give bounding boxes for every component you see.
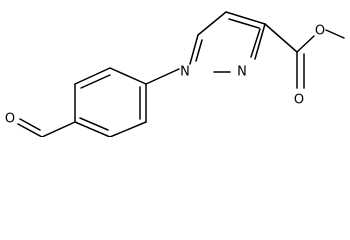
bond-c3-carbonyl [264,23,298,53]
bond-cho-o-double [19,118,41,131]
bond-n1-c5-inner [195,39,203,62]
atom-labels: N N O O O [5,24,325,127]
bond-para-cho [41,121,76,137]
bond-c4-c3 [225,11,266,25]
atom-label-o-carbonyl: O [294,93,304,108]
bond-c3-n2-inner [250,28,261,58]
structure-diagram: N N O O O [5,11,345,137]
aldehyde-group [17,118,76,137]
atom-label-o-ester: O [315,24,325,39]
bond-n1-c5 [189,34,199,65]
bond-cho-o [17,123,43,137]
bond-meta2-ortho2-inner [80,74,111,89]
atom-label-o-aldehyde: O [5,112,15,127]
bond-ortho2-ipso [109,67,147,85]
bond-c5-c4 [197,11,227,36]
atom-label-n2: N [237,65,247,80]
bond-n1-ipso [145,68,180,85]
ester-group [264,23,345,89]
bond-meta1-para-inner [79,117,109,131]
bond-oether-methyl [325,29,345,39]
bond-ortho1-meta1 [109,121,147,137]
bond-meta2-ortho2 [74,67,111,85]
bond-c4-c3-inner [228,18,260,29]
bond-c3-n2 [254,23,266,60]
bond-meta1-para [74,121,111,137]
benzene-ring [74,67,180,137]
bond-carbonyl-oether [296,35,315,53]
atom-label-n1: N [180,65,190,80]
pyrazole-ring [189,11,266,73]
